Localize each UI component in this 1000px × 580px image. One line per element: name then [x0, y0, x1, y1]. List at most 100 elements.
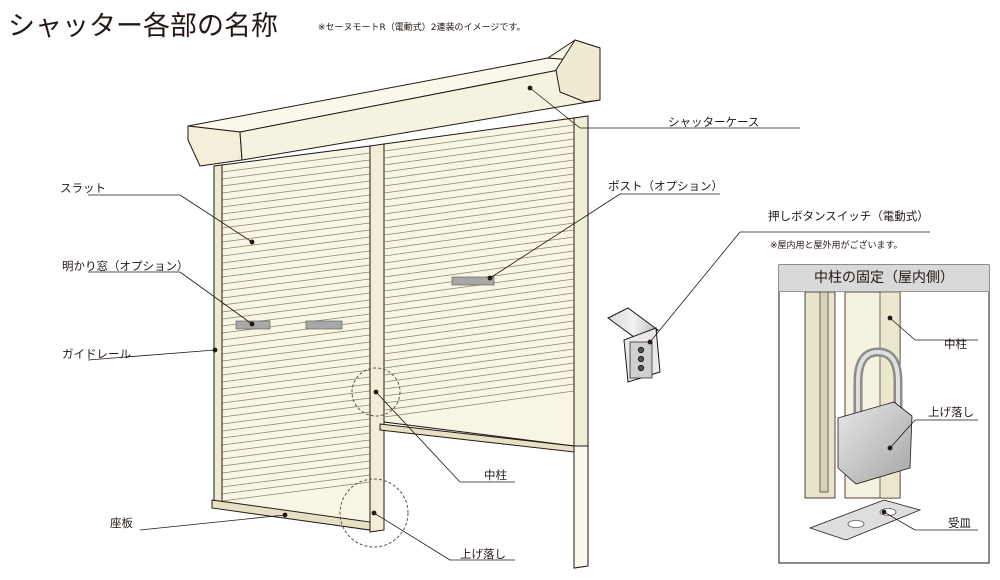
slat-line — [383, 369, 575, 397]
label-switch: 押しボタンスイッチ（電動式） — [768, 209, 929, 223]
slat-line — [383, 390, 575, 418]
slat-line — [383, 341, 575, 369]
slat-line — [383, 194, 575, 222]
slat-line — [221, 362, 371, 383]
slat-line — [221, 313, 371, 334]
slat-line — [221, 432, 371, 453]
right-shutter — [379, 115, 589, 569]
slat-line — [221, 369, 371, 390]
slat-line — [221, 299, 371, 320]
label-center-post: 中柱 — [484, 468, 507, 482]
left-shutter — [211, 145, 371, 531]
label-base-plate: 座板 — [110, 516, 133, 530]
slat-line — [383, 383, 575, 411]
slat-line — [383, 250, 575, 278]
slat-line — [221, 152, 371, 173]
slat-line — [221, 187, 371, 208]
page-subtitle: ※セーヌモートR（電動式）2連装のイメージです。 — [318, 23, 526, 33]
slat-line — [383, 215, 575, 243]
slat-line — [383, 236, 575, 264]
slat-line — [221, 474, 371, 495]
slat-line — [221, 397, 371, 418]
slat-line — [221, 460, 371, 481]
slat-line — [221, 292, 371, 313]
inset-label-receiver: 受皿 — [948, 516, 971, 530]
label-drop-bolt: 上げ落し — [460, 547, 506, 561]
slat-line — [221, 453, 371, 474]
slat-line — [383, 124, 575, 152]
slat-line — [221, 320, 371, 341]
slat-line — [383, 334, 575, 362]
slat-line — [383, 222, 575, 250]
page-title: シャッター各部の名称 — [8, 11, 278, 42]
label-guide-rail: ガイドレール — [62, 347, 131, 361]
slat-line — [221, 425, 371, 446]
window-left-2 — [305, 320, 343, 330]
slat-line — [221, 194, 371, 215]
slat-line — [221, 166, 371, 187]
slat-line — [221, 383, 371, 404]
slat-line — [221, 264, 371, 285]
slat-line — [221, 208, 371, 229]
inset-title: 中柱の固定（屋内側） — [779, 265, 989, 292]
slat-line — [383, 355, 575, 383]
slat-line — [383, 327, 575, 355]
slat-line — [383, 313, 575, 341]
slat-line — [383, 180, 575, 208]
center-post — [369, 143, 385, 533]
slat-line — [383, 306, 575, 334]
slat-line — [221, 341, 371, 362]
slat-line — [221, 348, 371, 369]
slat-line — [221, 446, 371, 467]
slat-line — [221, 327, 371, 348]
dashed-circle-lower — [339, 478, 409, 548]
dashed-circle-upper — [351, 367, 401, 417]
slat-line — [383, 138, 575, 166]
slat-line — [383, 208, 575, 236]
slat-line — [383, 257, 575, 285]
slat-line — [383, 292, 575, 320]
slat-line — [383, 145, 575, 173]
slat-line — [221, 355, 371, 376]
slat-line — [383, 173, 575, 201]
slat-line — [221, 418, 371, 439]
push-button-switch — [607, 307, 661, 383]
window-right — [451, 276, 495, 286]
slat-line — [383, 362, 575, 390]
slat-line — [383, 131, 575, 159]
slat-line — [221, 411, 371, 432]
inset-box — [778, 264, 990, 564]
slat-line — [221, 334, 371, 355]
inset-label-drop-bolt: 上げ落し — [928, 405, 974, 419]
slat-line — [221, 229, 371, 250]
slat-line — [383, 187, 575, 215]
slat-line — [221, 271, 371, 292]
slat-line — [221, 467, 371, 488]
slat-line — [221, 390, 371, 411]
slat-line — [383, 285, 575, 313]
slat-line — [383, 152, 575, 180]
label-slat: スラット — [60, 181, 106, 195]
slat-line — [383, 201, 575, 229]
slat-line — [221, 376, 371, 397]
slat-line — [221, 243, 371, 264]
slat-line — [221, 278, 371, 299]
slat-line — [221, 236, 371, 257]
slat-line — [221, 257, 371, 278]
slat-line — [221, 173, 371, 194]
leader-lines — [87, 85, 930, 561]
slat-line — [221, 439, 371, 460]
slat-line — [383, 229, 575, 257]
slat-line — [383, 166, 575, 194]
shutter-case — [187, 39, 601, 167]
slat-line — [383, 278, 575, 306]
inset-label-center-post: 中柱 — [944, 337, 967, 351]
slat-line — [221, 180, 371, 201]
slat-line — [221, 285, 371, 306]
label-shutter-case: シャッターケース — [668, 115, 760, 129]
slat-line — [221, 481, 371, 502]
slat-line — [383, 348, 575, 376]
slat-line — [221, 250, 371, 271]
left-guide-rail — [213, 164, 223, 509]
label-window: 明かり窓（オプション） — [62, 259, 189, 273]
